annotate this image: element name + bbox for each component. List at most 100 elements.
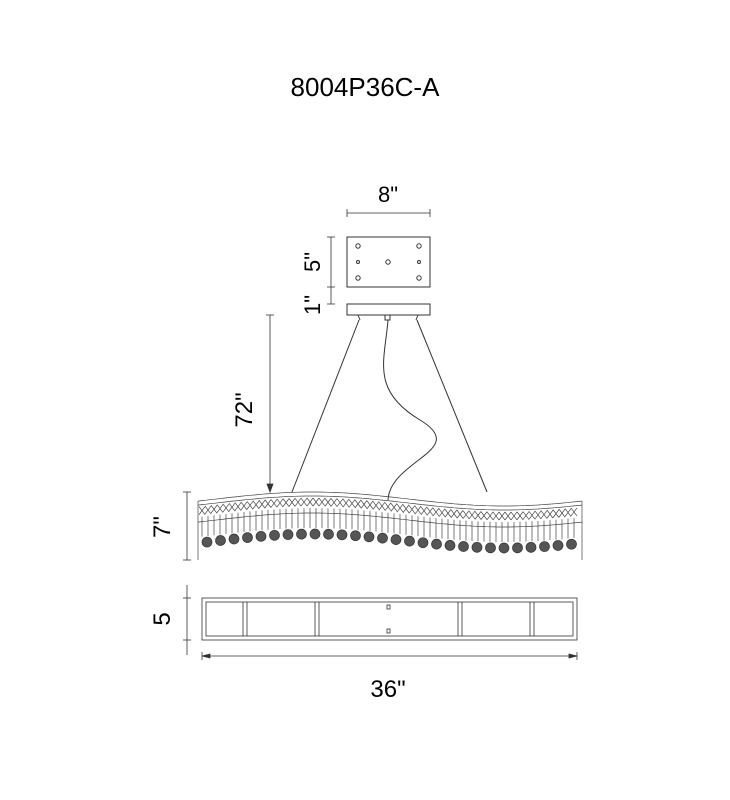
crystal-prism	[468, 510, 476, 520]
crystal-ball	[404, 535, 415, 547]
crystal-prism	[318, 497, 326, 507]
crystal-ball	[282, 529, 294, 540]
crystal-prism	[426, 507, 434, 516]
crystal-prism	[384, 502, 392, 511]
crystal-ball	[323, 528, 334, 540]
fixture-mid-frame	[197, 512, 583, 528]
crystal-prism	[342, 498, 350, 508]
crystal-prism	[306, 497, 314, 507]
crystal-prism	[258, 500, 266, 509]
model-title: 8004P36C-A	[291, 72, 441, 102]
crystal-prism	[294, 497, 302, 507]
chain-length-label: 72"	[231, 392, 258, 427]
crystal-prism	[492, 511, 500, 521]
canopy-width-dimension	[346, 209, 431, 217]
crystal-prism	[324, 498, 332, 507]
crystal-prism	[480, 511, 488, 520]
fixture-width-label: 36"	[370, 676, 405, 703]
fixture-top-frame-inner	[197, 495, 583, 511]
crystal-prism	[534, 510, 542, 520]
crystal-ball	[377, 532, 388, 544]
crystal-ball	[242, 532, 253, 543]
crystal-prism	[570, 507, 578, 517]
fixture-height-dimension	[183, 491, 191, 561]
crystal-prism	[348, 499, 356, 508]
suspension-cable-right	[416, 319, 488, 493]
crystal-prism	[558, 508, 566, 518]
fixture-top-frame	[197, 491, 583, 507]
crystal-ball	[512, 542, 523, 554]
crystal-ball	[485, 542, 496, 554]
crystal-prism	[366, 500, 374, 510]
crystal-ball	[539, 541, 550, 552]
canopy-top-view	[346, 236, 431, 288]
crystal-ball	[363, 531, 375, 543]
crystal-prism	[210, 505, 218, 514]
crystal-prism	[504, 511, 512, 521]
chain-length-dimension	[266, 314, 274, 494]
crystal-prism	[462, 510, 470, 519]
crystal-ball	[498, 542, 510, 554]
crystal-prism	[420, 506, 428, 515]
crystal-prism	[498, 511, 506, 521]
crystal-prism	[372, 501, 380, 510]
crystal-prism	[216, 504, 224, 513]
canopy-width-label: 8"	[378, 182, 398, 207]
crystal-prism	[264, 499, 272, 508]
crystal-prism	[198, 506, 206, 515]
crystal-prism	[408, 505, 416, 514]
crystal-prism	[276, 498, 284, 508]
crystal-prism	[402, 504, 410, 513]
crystal-ball	[201, 536, 213, 548]
crystal-prism	[270, 499, 278, 508]
canopy-height-label: 1"	[300, 295, 325, 315]
crystal-ball	[350, 530, 361, 542]
crystal-prism	[360, 500, 368, 509]
crystal-prism	[516, 511, 524, 520]
crystal-prism	[444, 509, 452, 518]
crystal-prism	[354, 499, 362, 509]
crystal-ball	[255, 530, 267, 542]
crystal-prism	[564, 508, 572, 517]
crystal-ball	[525, 541, 537, 553]
crystal-prism	[228, 503, 236, 512]
canopy-depth-label: 5"	[300, 252, 325, 272]
crystal-prism	[522, 511, 530, 520]
crystal-ball	[566, 538, 577, 550]
crystal-prism	[546, 509, 554, 519]
crystal-ball	[215, 535, 226, 546]
crystal-prism	[378, 501, 386, 511]
crystal-prism	[414, 505, 422, 515]
crystal-ball	[431, 538, 442, 550]
crystal-prism	[282, 498, 290, 507]
crystal-ball	[296, 528, 307, 540]
crystal-prism	[336, 498, 344, 507]
crystal-prism	[234, 502, 242, 511]
crystal-prism	[510, 511, 518, 521]
crystal-prism	[222, 503, 230, 513]
crystal-prism	[240, 501, 248, 511]
crystal-prism	[432, 507, 440, 517]
crystal-prism	[456, 510, 464, 519]
crystal-ball	[336, 529, 348, 541]
power-cord	[383, 319, 437, 501]
crystal-prism	[474, 511, 482, 520]
crystal-prism	[330, 498, 338, 507]
crystal-ball	[309, 528, 321, 540]
crystal-prism	[450, 509, 458, 518]
crystal-prism	[552, 509, 560, 518]
crystal-prism	[390, 503, 398, 512]
crystal-ball	[390, 534, 402, 545]
canopy-side-view	[291, 303, 488, 501]
crystal-prism	[300, 497, 308, 507]
crystal-prism	[252, 500, 260, 509]
crystal-prism	[486, 511, 494, 521]
crystal-ball	[552, 540, 564, 551]
crystal-prism	[246, 501, 254, 510]
fixture-side-view	[197, 491, 583, 560]
crystal-prism	[438, 508, 446, 517]
crystal-prism	[396, 503, 404, 513]
crystal-ball	[417, 537, 429, 549]
crystal-ball	[228, 533, 240, 545]
